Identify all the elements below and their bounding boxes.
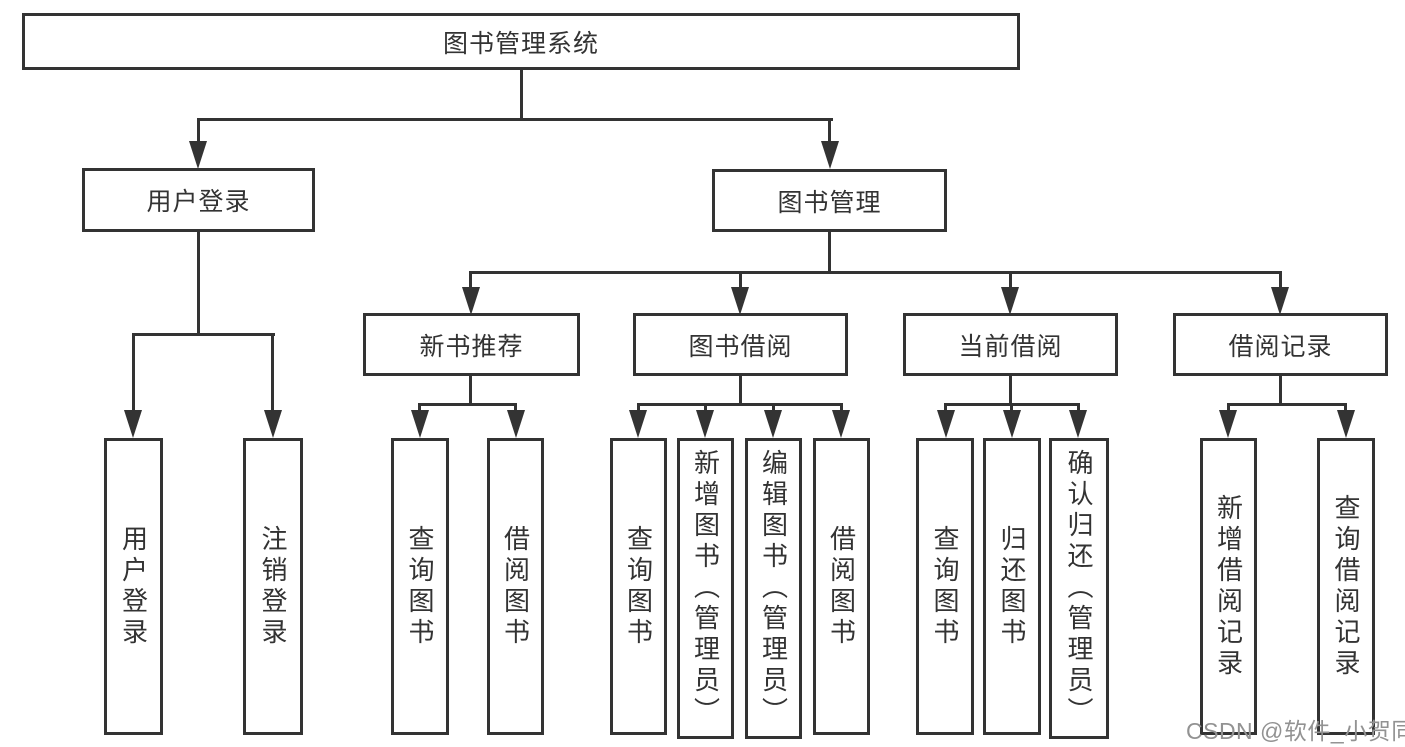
- leaf-confirm-return-admin: 确认归还（管理员）: [1049, 438, 1109, 739]
- connector-drop-user-login: [197, 118, 200, 144]
- node-label: 借阅图书: [500, 524, 531, 649]
- connector-drop: [772, 403, 775, 413]
- node-label: 借阅记录: [1228, 332, 1333, 361]
- arrowhead-icon: [821, 141, 839, 169]
- node-user-login: 用户登录: [82, 168, 315, 232]
- arrowhead-icon: [1003, 410, 1021, 438]
- connector-drop-borrow-records: [1279, 271, 1282, 289]
- arrowhead-icon: [1069, 410, 1087, 438]
- connector-borrow-records-stem: [1279, 373, 1282, 406]
- leaf-add-book-admin: 新增图书（管理员）: [677, 438, 734, 739]
- leaf-query-books-3: 查询图书: [916, 438, 974, 735]
- connector-root-bar: [197, 118, 833, 121]
- connector-drop-new-book-rec: [469, 271, 472, 289]
- connector-drop: [1227, 403, 1230, 413]
- connector-new-rec-stem: [469, 373, 472, 406]
- leaf-return-book: 归还图书: [983, 438, 1041, 735]
- node-label: 确认归还（管理员）: [1064, 449, 1094, 728]
- node-book-borrow: 图书借阅: [633, 313, 848, 376]
- node-current-borrow: 当前借阅: [903, 313, 1118, 376]
- node-label: 查询图书: [623, 524, 654, 649]
- connector-user-login-stem: [197, 229, 200, 336]
- arrowhead-icon: [462, 287, 480, 315]
- node-label: 归还图书: [997, 524, 1027, 649]
- arrowhead-icon: [1271, 287, 1289, 315]
- node-label: 图书借阅: [688, 332, 793, 361]
- node-label: 用户登录: [118, 524, 149, 649]
- node-label: 当前借阅: [958, 332, 1063, 361]
- node-borrow-records: 借阅记录: [1173, 313, 1388, 376]
- leaf-query-books-1: 查询图书: [391, 438, 449, 735]
- arrowhead-icon: [411, 410, 429, 438]
- arrowhead-icon: [124, 410, 142, 438]
- leaf-query-borrow-record: 查询借阅记录: [1317, 438, 1375, 735]
- arrowhead-icon: [1001, 287, 1019, 315]
- arrowhead-icon: [764, 410, 782, 438]
- node-label: 新增借阅记录: [1213, 493, 1244, 680]
- arrowhead-icon: [264, 410, 282, 438]
- connector-drop: [944, 403, 947, 413]
- connector-drop: [1344, 403, 1347, 413]
- leaf-borrow-books-1: 借阅图书: [487, 438, 544, 735]
- arrowhead-icon: [832, 410, 850, 438]
- connector-drop: [704, 403, 707, 413]
- leaf-logout: 注销登录: [243, 438, 303, 735]
- node-label: 借阅图书: [826, 524, 857, 649]
- node-label: 用户登录: [146, 188, 251, 216]
- connector-drop-leaf-user-login: [132, 333, 135, 411]
- arrowhead-icon: [937, 410, 955, 438]
- connector-user-login-bar: [132, 333, 275, 336]
- leaf-borrow-books-2: 借阅图书: [813, 438, 870, 735]
- leaf-user-login: 用户登录: [104, 438, 163, 735]
- connector-drop: [418, 403, 421, 413]
- connector-drop-book-borrow: [739, 271, 742, 289]
- connector-drop: [514, 403, 517, 413]
- connector-drop-book-mgmt: [828, 118, 831, 144]
- arrowhead-icon: [629, 410, 647, 438]
- node-label: 编辑图书（管理员）: [758, 449, 789, 728]
- arrowhead-icon: [1219, 410, 1237, 438]
- connector-drop: [1077, 403, 1080, 413]
- csdn-watermark: CSDN @软件_小贺同学: [1186, 718, 1405, 744]
- connector-borrow-records-bar: [1227, 403, 1347, 406]
- connector-book-mgmt-bar: [469, 271, 1282, 274]
- connector-current-borrow-stem: [1009, 373, 1012, 406]
- node-new-book-rec: 新书推荐: [363, 313, 580, 376]
- connector-root-stem: [520, 69, 523, 121]
- leaf-edit-book-admin: 编辑图书（管理员）: [745, 438, 802, 739]
- connector-drop-current-borrow: [1009, 271, 1012, 289]
- node-label: 图书管理: [777, 188, 882, 217]
- connector-drop-leaf-logout: [271, 333, 274, 411]
- node-label: 图书管理系统: [442, 29, 599, 58]
- connector-drop: [637, 403, 640, 413]
- connector-drop: [1010, 403, 1013, 413]
- connector-drop: [840, 403, 843, 413]
- arrowhead-icon: [731, 287, 749, 315]
- connector-book-mgmt-stem: [828, 229, 831, 274]
- node-label: 新书推荐: [419, 332, 524, 361]
- node-book-mgmt: 图书管理: [712, 169, 947, 232]
- leaf-query-books-2: 查询图书: [610, 438, 667, 735]
- node-label: 查询图书: [930, 524, 960, 649]
- connector-book-borrow-stem: [739, 373, 742, 406]
- connector-new-rec-bar: [418, 403, 517, 406]
- arrowhead-icon: [696, 410, 714, 438]
- node-label: 查询借阅记录: [1331, 493, 1361, 680]
- node-label: 注销登录: [258, 524, 288, 649]
- connector-book-borrow-bar: [637, 403, 843, 406]
- node-root: 图书管理系统: [22, 13, 1020, 70]
- arrowhead-icon: [507, 410, 525, 438]
- node-label: 查询图书: [405, 524, 435, 649]
- node-label: 新增图书（管理员）: [690, 449, 721, 728]
- leaf-add-borrow-record: 新增借阅记录: [1200, 438, 1257, 735]
- arrowhead-icon: [189, 141, 207, 169]
- arrowhead-icon: [1337, 410, 1355, 438]
